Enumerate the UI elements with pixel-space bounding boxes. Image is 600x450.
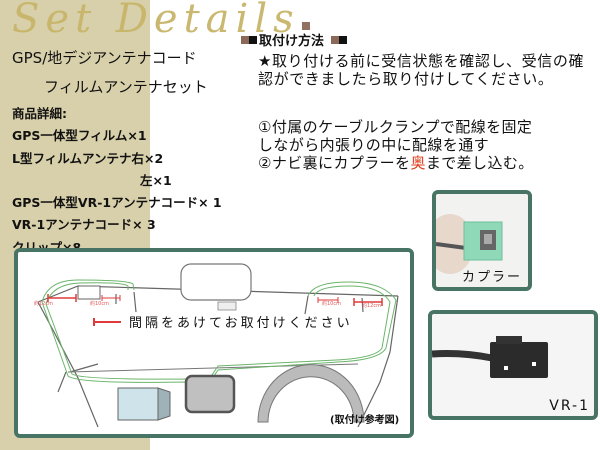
step-2-text-end: まで差し込む。 <box>425 154 534 172</box>
install-heading-text: 取付け方法 <box>259 34 325 49</box>
square-bullet-icon <box>249 36 257 44</box>
square-bullet-icon <box>241 36 249 44</box>
product-details: 商品詳細: GPS一体型フィルム×1 L型フィルムアンテナ右×2 左×1 GPS… <box>12 103 222 259</box>
product-title-line1: GPS/地デジアンテナコード <box>12 49 197 67</box>
details-heading: 商品詳細: <box>12 106 67 121</box>
details-item: 左×1 <box>140 172 172 188</box>
coupler-label: カプラー <box>461 270 522 285</box>
product-title-line2: フィルムアンテナセット <box>44 78 208 96</box>
distance-label: 約10cm <box>90 301 109 307</box>
logo-dot-icon <box>301 22 310 30</box>
coupler-photo: カプラー <box>432 190 532 291</box>
step-2: ②ナビ裏にカプラーを奥まで差し込む。 <box>258 154 598 172</box>
distance-label: 約10cm <box>322 301 341 307</box>
car-interior-diagram-icon <box>37 263 399 428</box>
diagram-caption: (取付け参考図) <box>330 415 400 426</box>
step-2-highlight: 奥 <box>410 154 426 172</box>
step-2-text: ②ナビ裏にカプラーを <box>258 154 411 172</box>
distance-label: 約12cm <box>34 301 53 307</box>
square-bullet-icon <box>330 36 339 44</box>
gap-legend-text: 間隔をあけてお取付けください <box>129 316 353 331</box>
installation-diagram <box>14 248 414 438</box>
details-item: GPS一体型フィルム×1 <box>12 128 147 144</box>
install-steps: ①付属のケーブルクランプで配線を固定 しながら内張りの中に配線を通す ②ナビ裏に… <box>258 118 598 172</box>
square-bullet-icon <box>338 36 347 44</box>
distance-label: 約12cm <box>362 303 381 309</box>
vr1-photo: VR-1 <box>428 310 598 420</box>
details-item: GPS一体型VR-1アンテナコード× 1 <box>12 195 222 211</box>
step-1-line2: しながら内張りの中に配線を通す <box>258 136 490 154</box>
logo-set-details: Set Details <box>12 0 310 42</box>
red-gap-marker-icon <box>93 318 121 326</box>
logo-text: Set Details <box>12 0 300 42</box>
coupler-connector-icon <box>436 214 503 274</box>
gap-legend: 間隔をあけてお取付けください <box>93 312 353 331</box>
step-1-line1: ①付属のケーブルクランプで配線を固定 <box>258 118 533 136</box>
vr1-connector-icon <box>432 336 548 378</box>
install-heading: 取付け方法 <box>241 30 349 49</box>
vr1-label: VR-1 <box>549 398 590 414</box>
install-note: ★取り付ける前に受信状態を確認し、受信の確認ができましたら取り付けしてください。 <box>258 52 585 88</box>
details-item: VR-1アンテナコード× 3 <box>12 217 156 233</box>
details-item: L型フィルムアンテナ右×2 <box>12 150 164 166</box>
